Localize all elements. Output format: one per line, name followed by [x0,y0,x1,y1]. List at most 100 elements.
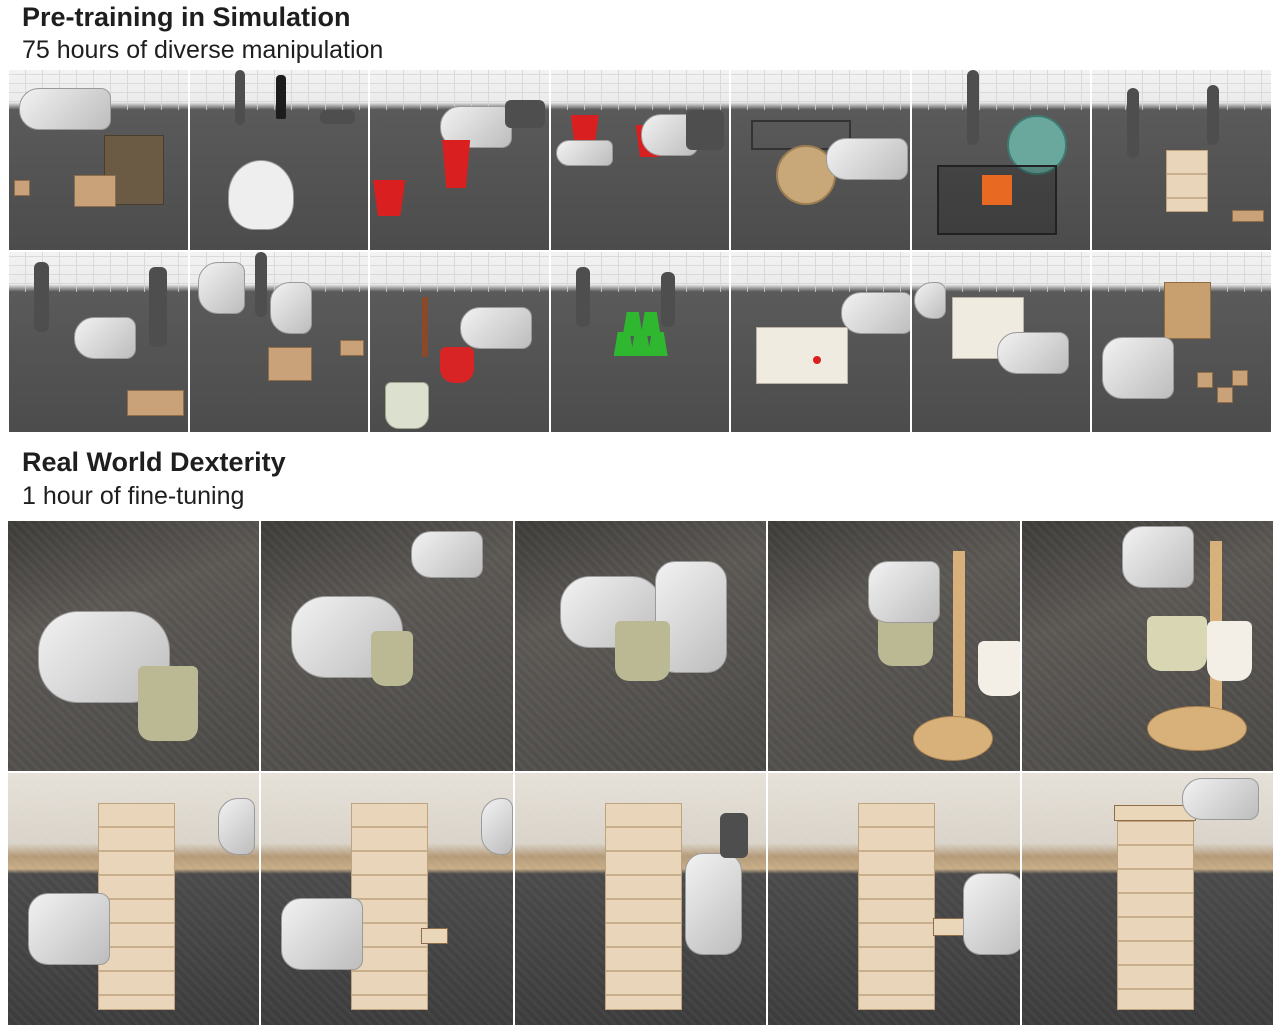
robot-hand [913,282,946,319]
green-cup [630,332,651,356]
block [14,180,30,196]
robot-hand [841,292,910,334]
robot-hand [269,282,312,334]
robot-hand [963,873,1020,955]
white-mug [1206,621,1252,681]
robot-hand [1181,778,1259,820]
robot-hand [460,307,533,349]
robot-arm [149,267,167,347]
robot-hand [1121,526,1194,588]
robot-arm [254,252,267,317]
block-stack [267,347,312,381]
jenga-tower [98,803,175,1010]
sim-tile-dual-arm-stick [9,252,188,432]
sim-tile-drawer-open [911,252,1091,432]
bottle [275,75,286,119]
sim-tile-jenga [1092,70,1271,250]
robot-hand [996,332,1069,374]
jenga-tower [858,803,936,1010]
jenga-tower [604,803,682,1010]
robot-arm [319,110,355,124]
real-tile-mug-lift [261,521,513,771]
real-tile-mug-hang [768,521,1020,771]
robot-hand [19,88,111,130]
sim-tile-blocks-box [9,70,188,250]
robot-arm [719,813,748,858]
real-tile-jenga-extract [768,773,1020,1025]
robot-arm [1127,88,1140,158]
green-cup [622,312,643,336]
green-mug [614,621,670,681]
dresser [1164,282,1212,339]
green-mug [371,631,414,686]
real-tile-jenga-approach [8,773,260,1025]
jenga-tower [1116,821,1194,1010]
block-stack [74,175,116,207]
orange-block [981,175,1012,205]
section-subtitle-simulation: 75 hours of diverse manipulation [22,36,384,64]
green-mug [138,666,198,741]
simulation-image-grid [9,70,1271,432]
green-cup [613,332,634,356]
drawer [756,327,849,384]
block [339,340,364,356]
jenga-tower [351,803,429,1010]
robot-hand [684,853,742,955]
real-tile-mug-grasp [8,521,260,771]
robot-hand [555,140,613,166]
sim-tile-green-cups [550,252,730,432]
robot-arm [966,70,979,145]
robot-arm [685,110,724,150]
red-mug [440,347,475,383]
mug-tree-pole [953,551,966,731]
robot-arm [575,267,590,327]
block [1232,370,1249,386]
sim-tile-block-stack [189,252,369,432]
robot-hand [28,893,110,965]
block [1217,387,1234,403]
block [1232,210,1265,222]
sim-tile-drawer [731,252,910,432]
robot-hand [281,898,364,970]
drawer [951,297,1024,359]
bucket [227,160,294,230]
robot-hand [868,561,941,623]
green-mug [385,382,430,429]
robot-arm [505,100,546,128]
real-tile-mug-handover [514,521,767,771]
robot-arm [660,272,675,327]
mug-tree [422,297,429,357]
red-cup [373,180,406,216]
mug-tree-base [913,716,994,761]
sim-tile-rack-plates [911,70,1091,250]
robot-hand [1102,337,1175,399]
mug-tree-base [1146,706,1247,751]
block-tower [1166,150,1209,212]
red-cup [442,140,471,188]
sim-tile-red-cups [370,70,549,250]
robot-hand [197,262,245,314]
block [127,390,184,416]
robot-hand [218,798,255,855]
robot-hand [481,798,513,855]
white-mug [978,641,1020,696]
sim-tile-cup-pick [550,70,730,250]
section-title-real-world: Real World Dexterity [22,447,286,477]
robot-arm [1207,85,1220,145]
real-tile-jenga-place-top [1021,773,1273,1025]
robot-hand [74,317,136,359]
robot-arm [34,262,49,332]
jenga-block-pushed [421,928,449,944]
section-subtitle-real-world: 1 hour of fine-tuning [22,482,245,510]
sim-tile-bottle-bucket [189,70,369,250]
real-tile-mug-hung [1021,521,1273,771]
real-world-image-grid [8,521,1273,1025]
robot-hand [826,138,909,180]
green-cup [640,312,661,336]
sim-tile-mug-tree [370,252,549,432]
plate [776,145,837,205]
green-mug [1146,616,1207,671]
real-tile-jenga-grasp [514,773,767,1025]
block [1197,372,1214,388]
robot-hand [411,531,484,578]
